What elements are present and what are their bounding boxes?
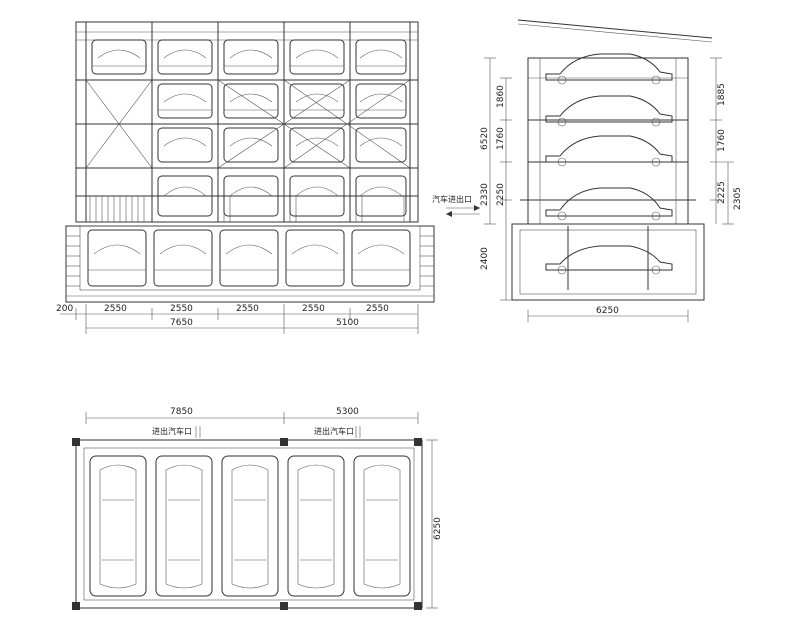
dim-5300: 5300: [336, 407, 359, 417]
front-dims-row1: 200 2550 2550 2550 2550 2550: [56, 304, 389, 314]
dim-2400: 2400: [480, 247, 490, 270]
basement-pit: [65, 225, 435, 303]
dim-1760-right: 1760: [717, 129, 727, 152]
plan-entrance-arrows: [195, 426, 361, 438]
side-elevation: [446, 19, 734, 322]
dim-7650: 7650: [170, 318, 193, 328]
dim-200: 200: [56, 304, 73, 314]
dim-2305: 2305: [733, 187, 743, 210]
dim-2550-e: 2550: [366, 304, 389, 314]
front-dims-row2: 7650 5100: [170, 318, 359, 328]
side-dimension-lines: [484, 57, 734, 322]
dim-2225: 2225: [717, 181, 727, 204]
side-left-dims: 6520 1860 1760 2330 2250 2400: [480, 85, 506, 270]
side-cars: [545, 53, 673, 275]
plan-entrance-label-left: 进出汽车口: [152, 426, 192, 436]
dim-6520: 6520: [480, 127, 490, 150]
plan-view: [72, 412, 438, 610]
front-elevation: [60, 21, 435, 334]
plan-entrance-label-right: 进出汽车口: [314, 426, 354, 436]
side-right-dims: 1885 1760 2225 2305: [717, 83, 743, 210]
plan-top-dims: 7850 5300: [170, 407, 359, 417]
dim-2550-c: 2550: [236, 304, 259, 314]
entrance-label: 汽车进出口: [432, 194, 472, 204]
dim-2550-a: 2550: [104, 304, 127, 314]
plan-dim-6250: 6250: [433, 517, 443, 540]
dim-2550-b: 2550: [170, 304, 193, 314]
dim-1860: 1860: [496, 85, 506, 108]
dim-2250: 2250: [496, 183, 506, 206]
dim-5100: 5100: [336, 318, 359, 328]
dim-7850: 7850: [170, 407, 193, 417]
plan-columns: [72, 438, 422, 610]
dim-1760-left: 1760: [496, 127, 506, 150]
dim-2550-d: 2550: [302, 304, 325, 314]
entrance-arrows: [446, 205, 480, 217]
car-pallet-row-ground: [157, 175, 407, 217]
dim-1885: 1885: [717, 83, 727, 106]
front-dimension-lines: [60, 304, 419, 334]
dim-2330: 2330: [480, 183, 490, 206]
side-pit: [511, 223, 705, 301]
plan-car-bays: [89, 455, 411, 597]
car-pallet-row-3: [157, 127, 407, 163]
side-dim-6250: 6250: [596, 306, 619, 316]
car-pallet-row-2: [157, 83, 407, 119]
car-pallet-row-top: [91, 39, 407, 75]
